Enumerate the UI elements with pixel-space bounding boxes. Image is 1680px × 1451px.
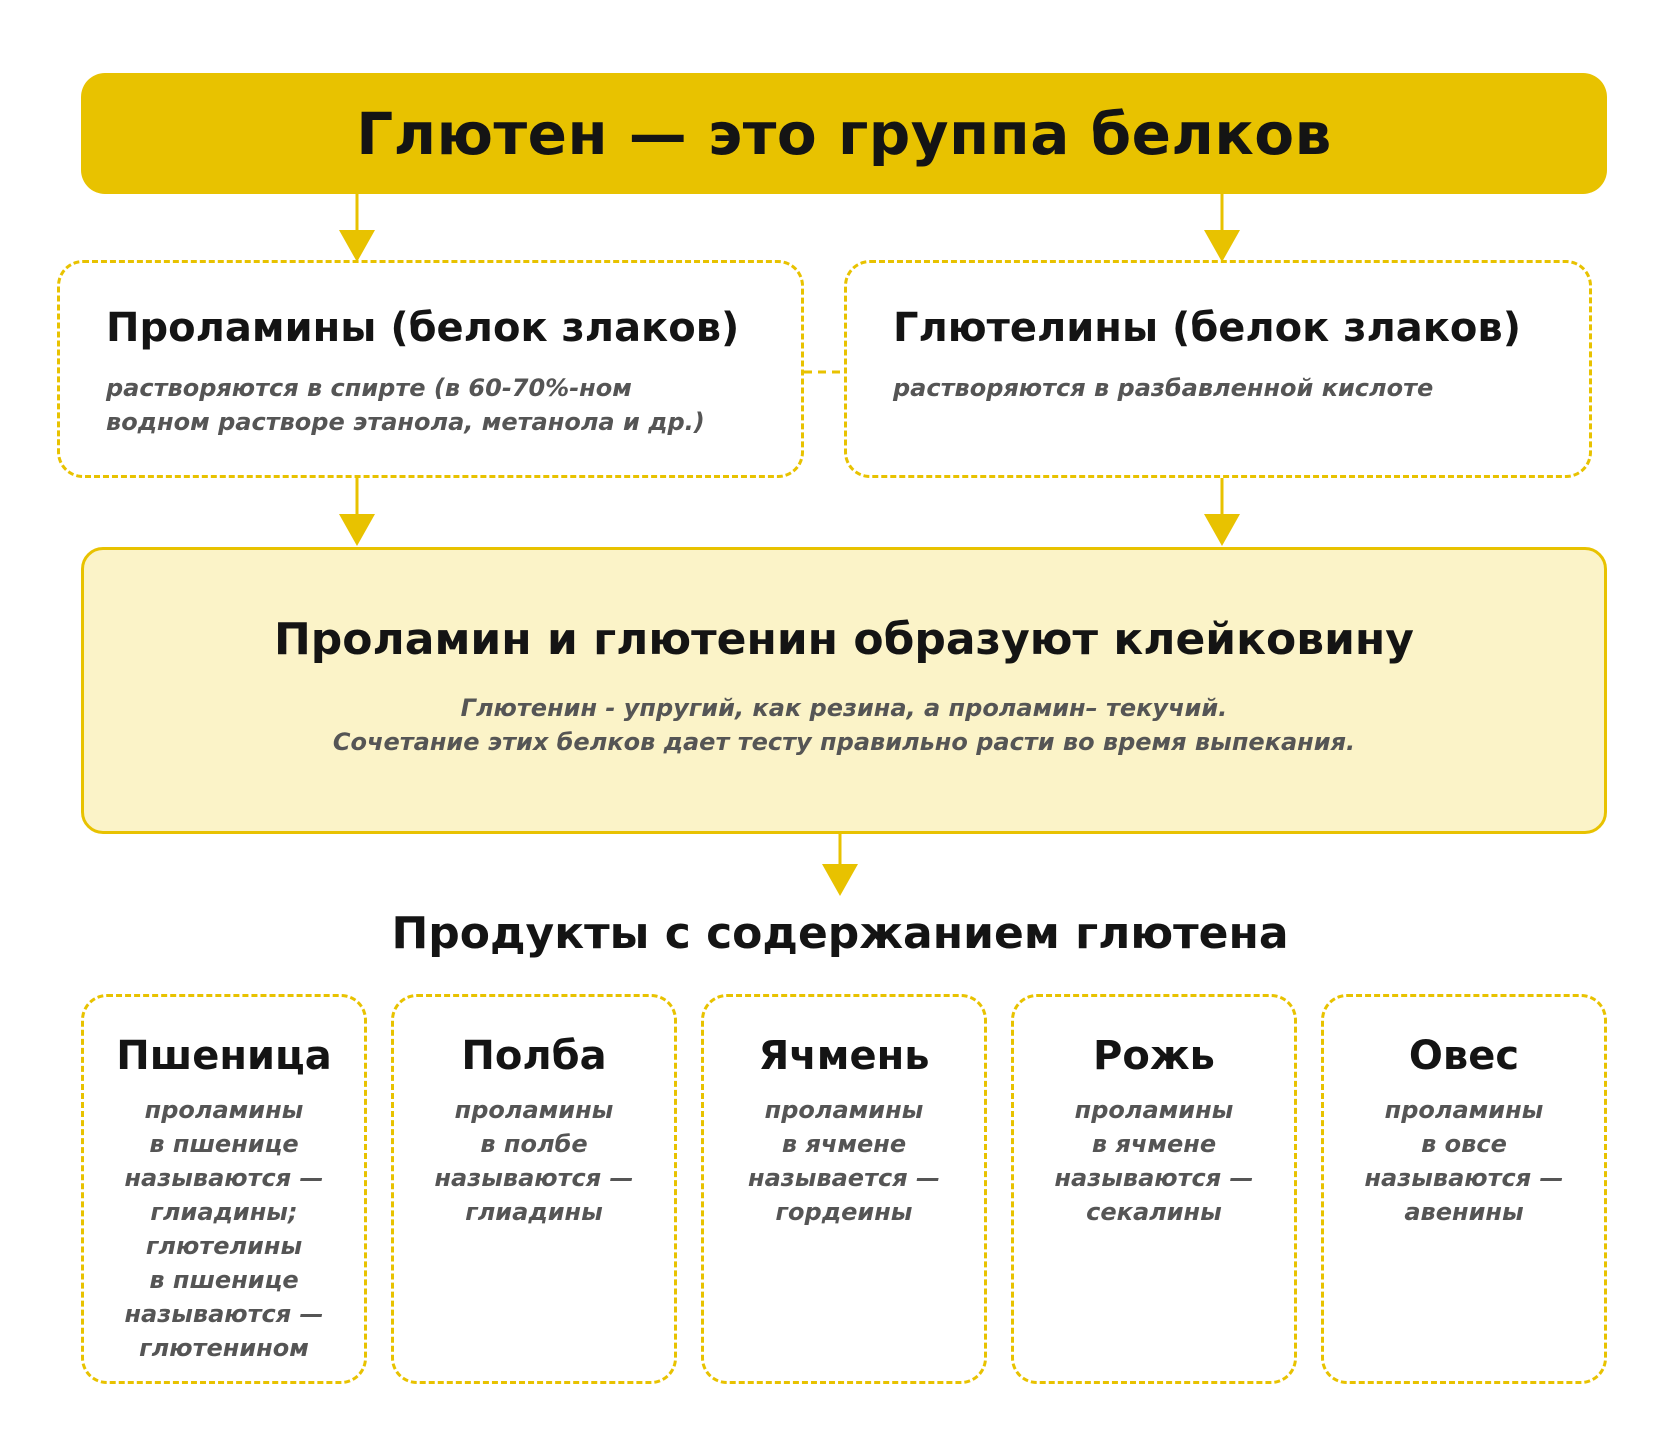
banner-title: Глютен — это группа белков [356, 99, 1332, 168]
product-card-spelt: Полба проламины в полбе называются — гли… [391, 994, 677, 1384]
gluten-box: Проламин и глютенин образуют клейковину … [81, 547, 1607, 834]
banner: Глютен — это группа белков [81, 73, 1607, 194]
product-description: проламины в ячмене называются — секалины [1054, 1096, 1254, 1226]
arrow-head-icon [339, 514, 375, 546]
product-name: Рожь [1093, 1033, 1215, 1079]
prolamins-title: Проламины (белок злаков) [106, 305, 740, 351]
product-name: Пшеница [116, 1033, 332, 1079]
gluten-description-line: Сочетание этих белков дает тесту правиль… [332, 728, 1356, 756]
product-name: Овес [1408, 1033, 1520, 1079]
arrow-head-icon [339, 230, 375, 262]
prolamins-box: Проламины (белок злаков) растворяются в … [57, 260, 804, 478]
product-card-rye: Рожь проламины в ячмене называются — сек… [1011, 994, 1297, 1384]
product-name: Полба [461, 1033, 607, 1079]
products-title: Продукты с содержанием глютена [391, 908, 1289, 959]
product-card-wheat: Пшеница проламины в пшенице называются —… [81, 994, 367, 1384]
arrow-head-icon [1204, 514, 1240, 546]
product-description: проламины в полбе называются — глиадины [434, 1096, 634, 1226]
product-name: Ячмень [758, 1033, 930, 1079]
gluten-description: Глютенин - упругий, как резина, а пролам… [84, 691, 1604, 759]
product-description: проламины в ячмене называется — гордеины [748, 1096, 940, 1226]
product-description: проламины в овсе называются — авенины [1364, 1096, 1564, 1226]
prolamins-description-line: растворяются в спирте (в 60-70%-ном [106, 374, 632, 402]
product-card-barley: Ячмень проламины в ячмене называется — г… [701, 994, 987, 1384]
product-description: проламины в пшенице называются — глиадин… [124, 1096, 324, 1362]
glutelins-description: растворяются в разбавленной кислоте [893, 374, 1434, 402]
glutelins-box: Глютелины (белок злаков) растворяются в … [844, 260, 1592, 478]
glutelins-title: Глютелины (белок злаков) [893, 305, 1521, 351]
prolamins-description: растворяются в спирте (в 60-70%-ном водн… [106, 371, 801, 439]
product-card-oats: Овес проламины в овсе называются — авени… [1321, 994, 1607, 1384]
prolamins-description-line: водном растворе этанола, метанола и др.) [106, 408, 705, 436]
gluten-description-line: Глютенин - упругий, как резина, а пролам… [460, 694, 1228, 722]
arrow-head-icon [822, 864, 858, 896]
gluten-title: Проламин и глютенин образуют клейковину [273, 614, 1414, 665]
arrow-head-icon [1204, 230, 1240, 262]
